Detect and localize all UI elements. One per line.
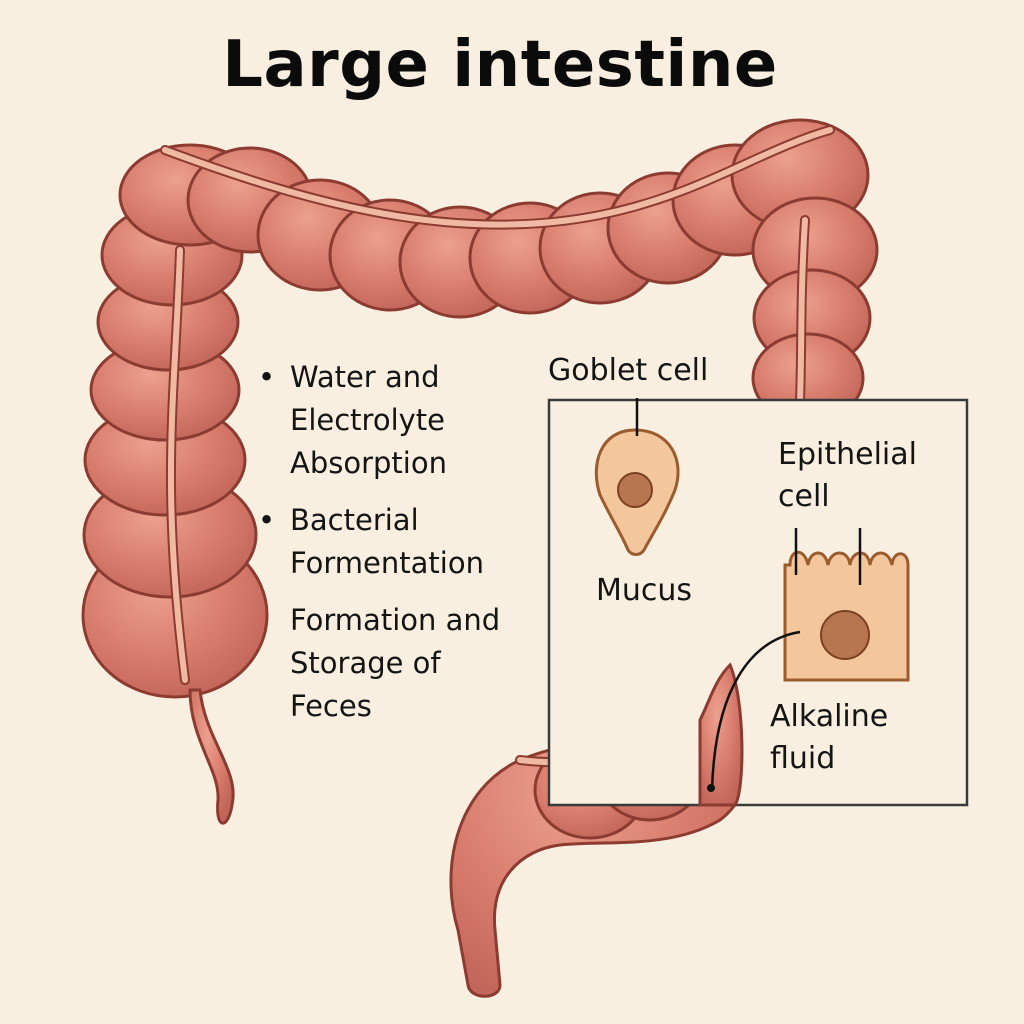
function-item-water-absorption: • Water and Electrolyte Absorption — [258, 356, 528, 485]
function-text-1: Water and Electrolyte Absorption — [290, 360, 447, 480]
page-title: Large intestine — [222, 28, 778, 102]
function-text-3: Formation and Storage of Feces — [290, 603, 501, 723]
alkaline-fluid-label: Alkaline fluid — [770, 699, 889, 776]
bullet-1: • — [258, 360, 276, 394]
function-text-2: Bacterial Formentation — [290, 503, 484, 580]
sigmoid-overlap — [698, 662, 744, 807]
alkaline-pointer — [710, 630, 801, 791]
goblet-cell — [594, 398, 680, 556]
function-item-bacterial-fermentation: • Bacterial Formentation — [258, 499, 528, 585]
function-item-feces-formation: Formation and Storage of Feces — [258, 599, 528, 728]
transverse-colon — [186, 118, 870, 319]
goblet-nucleus — [617, 472, 653, 508]
alkaline-pointer-dot — [707, 784, 715, 792]
epithelial-nucleus — [820, 610, 870, 660]
descending-colon — [751, 196, 879, 424]
appendix — [188, 688, 235, 825]
goblet-cell-label: Goblet cell — [548, 353, 709, 388]
mucus-label: Mucus — [596, 573, 693, 608]
function-list: • Water and Electrolyte Absorption • Bac… — [258, 356, 528, 742]
epithelial-cell-label: Epithelial cell — [778, 437, 917, 514]
epithelial-cell — [707, 528, 910, 792]
bullet-2: • — [258, 503, 276, 537]
